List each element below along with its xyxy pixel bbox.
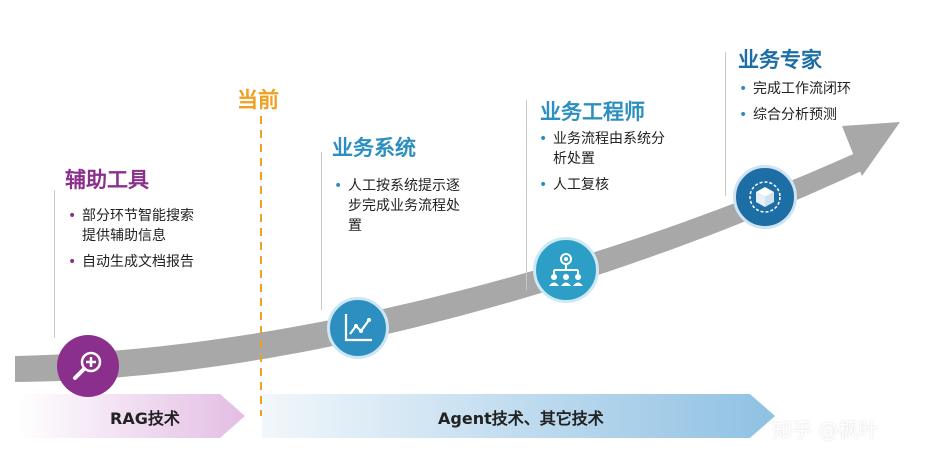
stage-divider-4 (725, 52, 726, 196)
growth-curve-arrowhead (842, 122, 900, 176)
stage-2-icon-circle (327, 297, 389, 359)
rag-band-label: RAG技术 (110, 409, 180, 428)
stage-divider-3 (526, 100, 527, 290)
agent-band-label: Agent技术、其它技术 (438, 409, 604, 428)
stage-1-bullet-2: 自动生成文档报告 (66, 252, 196, 272)
stage-3-icon-circle (533, 237, 599, 303)
stage-3-title: 业务工程师 (540, 100, 645, 124)
stage-4-icon-circle (733, 165, 797, 229)
stage-2-bullets: 人工按系统提示逐步完成业务流程处置 (332, 176, 460, 242)
rag-band-arrow (18, 394, 245, 438)
stage-2-title: 业务系统 (332, 136, 416, 160)
stage-4-title: 业务专家 (738, 48, 822, 72)
stage-3-bullet-2: 人工复核 (537, 175, 665, 195)
stage-1-bullet-1: 部分环节智能搜索提供辅助信息 (66, 206, 196, 246)
stage-2-bullet-1: 人工按系统提示逐步完成业务流程处置 (332, 176, 460, 236)
stage-1-icon-circle (57, 335, 119, 397)
stage-4-bullets: 完成工作流闭环 综合分析预测 (737, 79, 897, 131)
current-label: 当前 (237, 88, 279, 112)
magnifier-plus-icon (73, 351, 102, 380)
stage-4-bullet-1: 完成工作流闭环 (737, 79, 897, 99)
stage-divider-1 (54, 190, 55, 338)
stage-3-bullet-1: 业务流程由系统分析处置 (537, 129, 665, 169)
stage-3-bullets: 业务流程由系统分析处置 人工复核 (537, 129, 665, 201)
org-network-icon (549, 253, 583, 286)
stage-divider-2 (321, 152, 322, 310)
cube-box-icon (749, 181, 781, 213)
stage-1-bullets: 部分环节智能搜索提供辅助信息 自动生成文档报告 (66, 206, 196, 278)
stage-1-title: 辅助工具 (65, 168, 149, 192)
agent-band-arrow (262, 394, 775, 438)
stage-4-bullet-2: 综合分析预测 (737, 105, 897, 125)
line-chart-icon (344, 314, 372, 342)
watermark: 知乎 @枫叶 (772, 418, 879, 442)
